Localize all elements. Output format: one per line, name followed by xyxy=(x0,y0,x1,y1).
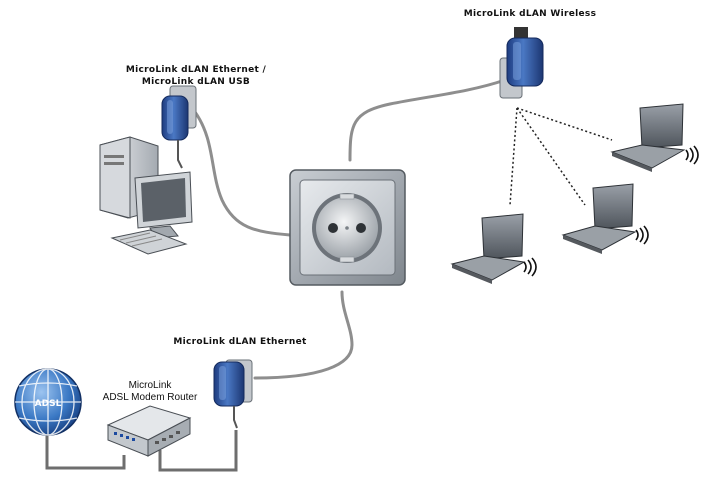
cable-router-to-adapter xyxy=(158,430,238,472)
wireless-links xyxy=(509,107,613,206)
wifi-waves-icon xyxy=(635,225,649,245)
power-socket-icon xyxy=(289,169,406,286)
laptop-icon xyxy=(610,103,686,172)
cable-socket-to-router-adapter xyxy=(253,290,354,380)
cables xyxy=(193,78,507,380)
router-label-line1: MicroLink xyxy=(129,380,173,391)
wireless-adapter-icon xyxy=(499,27,544,99)
desktop-adapter-label-line2: MicroLink dLAN USB xyxy=(142,77,250,87)
laptop-icon xyxy=(450,213,526,284)
cable-globe-to-router xyxy=(45,432,126,470)
desktop-adapter-label-line1: MicroLink dLAN Ethernet / xyxy=(126,65,267,75)
router-icon xyxy=(106,405,192,457)
wireless-adapter-label: MicroLink dLAN Wireless xyxy=(464,9,597,19)
cable-socket-to-wireless xyxy=(348,78,507,162)
globe-icon: ADSL xyxy=(14,368,82,436)
wifi-link-2 xyxy=(516,107,586,206)
router-adapter-label: MicroLink dLAN Ethernet xyxy=(173,337,307,347)
cable-socket-to-desktop-adapter xyxy=(193,110,292,237)
laptop-icon xyxy=(561,183,637,254)
router-adapter-icon xyxy=(213,359,253,429)
globe-label: ADSL xyxy=(35,399,62,409)
wifi-waves-icon xyxy=(685,145,699,165)
ethernet-cables xyxy=(45,430,238,472)
desktop-adapter-icon xyxy=(161,85,197,169)
wifi-link-3 xyxy=(516,107,613,141)
wifi-waves-icon xyxy=(523,257,537,277)
wifi-link-1 xyxy=(509,107,518,206)
desktop-computer-icon xyxy=(99,136,193,255)
router-label-line2: ADSL Modem Router xyxy=(103,392,198,403)
